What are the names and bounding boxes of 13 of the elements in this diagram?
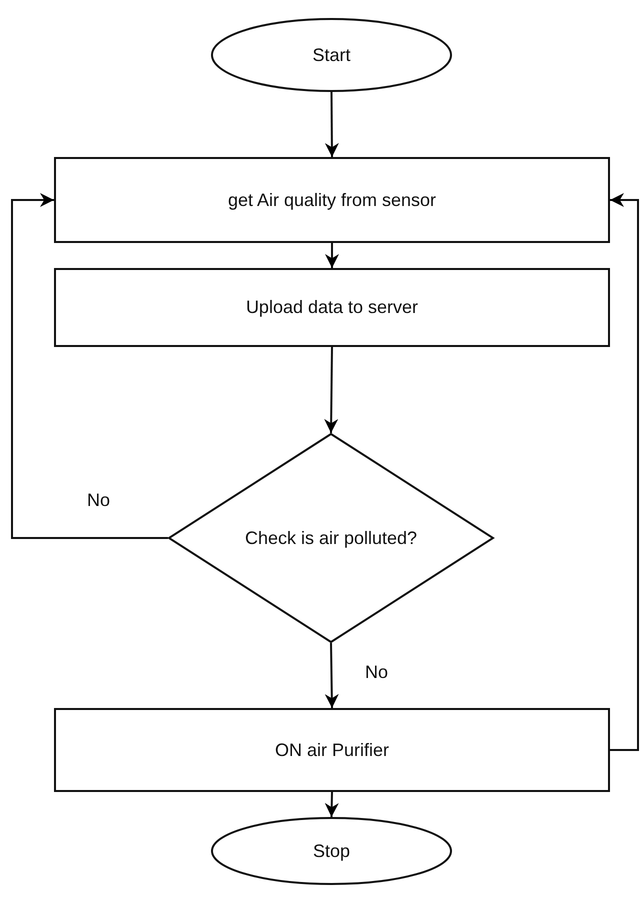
node-label: Start [312, 44, 350, 66]
arrow [610, 193, 639, 751]
arrow [324, 642, 339, 708]
arrow [324, 92, 339, 157]
node-label: Check is air polluted? [244, 528, 418, 548]
arrow [324, 346, 338, 434]
node-label: Stop [312, 840, 350, 862]
arrow [325, 243, 339, 268]
node-label: Upload data to server [246, 297, 418, 318]
node-label: ON air Purifier [274, 740, 390, 760]
arrow [11, 193, 168, 539]
node-label: get Air quality from sensor [228, 190, 436, 210]
arrow [324, 792, 339, 818]
